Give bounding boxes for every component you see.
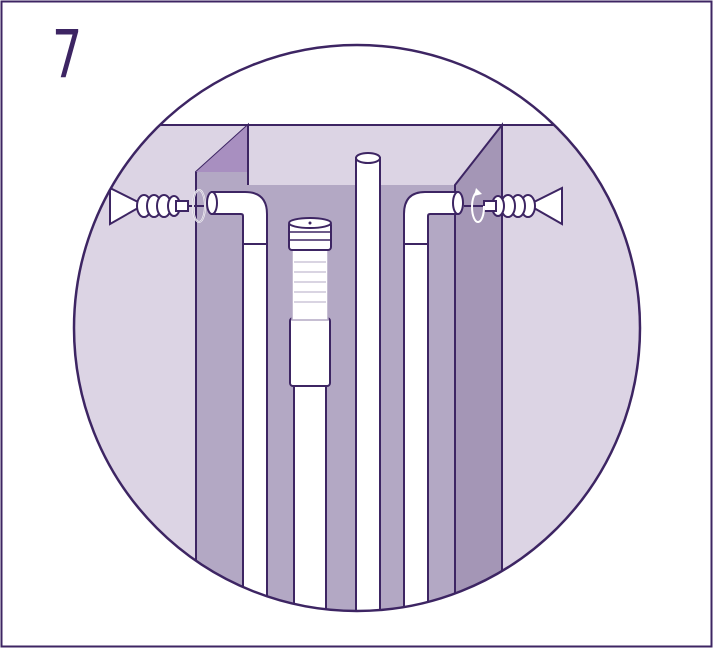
magnifier-circle	[72, 43, 642, 613]
tap-connector-icon	[483, 186, 563, 226]
right-tap-connector	[464, 186, 563, 226]
cabinet-left-corner	[196, 125, 248, 172]
hose-coupling	[289, 317, 331, 387]
step-number: 7	[52, 16, 83, 93]
rotate-arrow-icon	[192, 189, 206, 223]
right-elbow-pipe	[403, 191, 464, 611]
tap-connector-icon	[109, 186, 189, 226]
center-pipe	[355, 157, 381, 611]
left-tap-connector	[109, 186, 206, 226]
left-elbow-pipe	[206, 191, 268, 611]
filter-cartridge-icon	[288, 217, 332, 321]
filter-hose	[288, 217, 332, 611]
magnified-view	[74, 45, 640, 611]
